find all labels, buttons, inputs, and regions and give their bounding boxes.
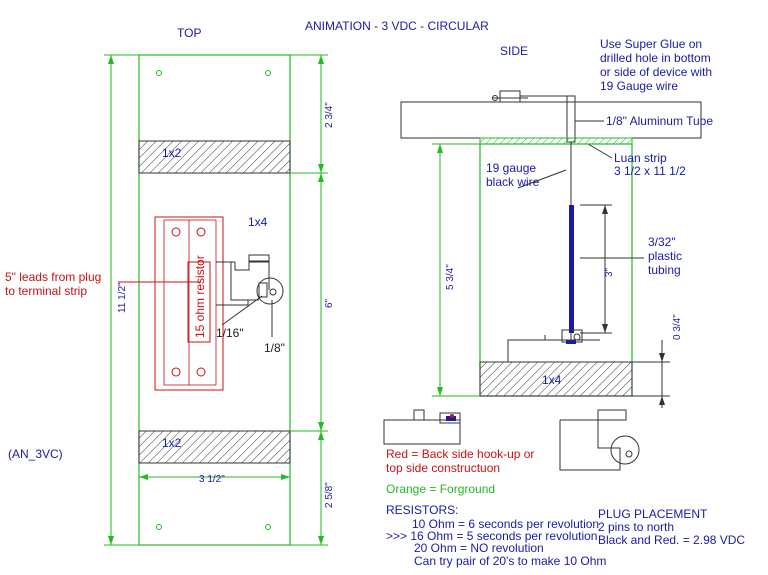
drawing-title: ANIMATION - 3 VDC - CIRCULAR [305, 19, 489, 33]
hole-icon [265, 524, 271, 530]
resistor-line-4: Can try pair of 20's to make 10 Ohm [414, 554, 606, 568]
motor-icon [256, 277, 284, 305]
side-base-block [479, 361, 633, 397]
plug-line-2: Black and Red. = 2.98 VDC [598, 533, 745, 547]
dim-middle-label: 6" [324, 298, 335, 308]
hookup-sketch [383, 409, 461, 445]
dim-bottom-label: 2 5/8" [324, 482, 335, 508]
luan-note-line-2: 3 1/2 x 11 1/2 [614, 164, 686, 178]
motor-bracket [248, 254, 270, 262]
terminal-screw-icon [196, 367, 206, 377]
wire-note-line-1: 19 gauge [486, 161, 536, 175]
drawing-id-label: (AN_3VC) [8, 447, 63, 461]
red-note-line-2: top side constructuon [386, 461, 500, 475]
tubing-note-line-3: tubing [648, 263, 681, 277]
glue-note-line-3: or side of device with [600, 65, 712, 79]
terminal-screw-icon [171, 227, 181, 237]
motor-sketch [559, 409, 640, 471]
side-view-label: SIDE [500, 44, 528, 58]
luan-strip [479, 137, 633, 145]
hole-icon [265, 70, 271, 76]
dim-top-label: 2 3/4" [324, 102, 335, 128]
top-board-outline [138, 54, 291, 546]
dim-overall-label: 11 1/2" [117, 282, 128, 313]
red-note-line-1: Red = Back side hook-up or [386, 447, 534, 461]
side-device [499, 90, 521, 103]
block-lower [138, 430, 291, 464]
dim-1-16-label: 1/16" [216, 326, 244, 340]
luan-note-line-1: Luan strip [614, 151, 667, 165]
dim-width-label: 3 1/2" [199, 474, 225, 485]
plastic-tubing [569, 205, 574, 333]
resistor-line-2: >>> 16 Ohm = 5 seconds per revolution [386, 529, 597, 543]
motor-icon [610, 435, 640, 465]
dim-height-label: 5 3/4" [445, 264, 456, 290]
side-view: 1x4 5 3/4" 3" 0 3/4" Use Super Glue on d… [400, 37, 713, 408]
resistors-heading: RESISTORS: [386, 503, 458, 517]
block-upper [138, 140, 291, 174]
tubing-note-line-1: 3/32" [648, 235, 676, 249]
wire-note-line-2: black wire [486, 175, 540, 189]
hole-icon [156, 524, 162, 530]
block-middle-label: 1x4 [248, 215, 268, 229]
block-upper-label: 1x2 [162, 146, 182, 160]
resistor [187, 261, 211, 343]
resistor-line-1: 10 Ohm = 6 seconds per revolution [412, 517, 599, 531]
plug-heading: PLUG PLACEMENT [598, 507, 708, 521]
glue-note-line-4: 19 Gauge wire [600, 79, 678, 93]
terminal-screw-icon [196, 227, 206, 237]
glue-note-line-1: Use Super Glue on [600, 37, 702, 51]
resistor-line-3: 20 Ohm = NO revolution [414, 541, 544, 555]
resistor-label: 15 ohm resistor [193, 255, 207, 338]
tubing-note-line-2: plastic [648, 249, 682, 263]
glue-note-line-2: drilled hole in bottom [600, 51, 711, 65]
dim-base-label: 0 3/4" [672, 314, 683, 340]
orange-note: Orange = Forground [386, 482, 495, 496]
leads-note-line-1: 5" leads from plug [5, 270, 101, 284]
dim-tubing-label: 3" [604, 267, 615, 277]
dim-1-8-label: 1/8" [264, 341, 285, 355]
tube-note: 1/8" Aluminum Tube [606, 114, 713, 128]
hole-icon [156, 70, 162, 76]
terminal-strip [154, 216, 224, 391]
side-base-label: 1x4 [542, 373, 562, 387]
terminal-strip-inner [163, 219, 217, 386]
top-view-label: TOP [177, 26, 201, 40]
block-lower-label: 1x2 [162, 436, 182, 450]
terminal-screw-icon [171, 367, 181, 377]
plug-line-1: 2 pins to north [598, 520, 674, 534]
leads-note-line-2: to terminal strip [5, 284, 87, 298]
top-view: 1x2 1x2 1x4 15 ohm resistor 1/16" 1/8" 5… [5, 54, 335, 546]
hookup-block [383, 419, 461, 445]
aluminum-tube [566, 95, 576, 143]
